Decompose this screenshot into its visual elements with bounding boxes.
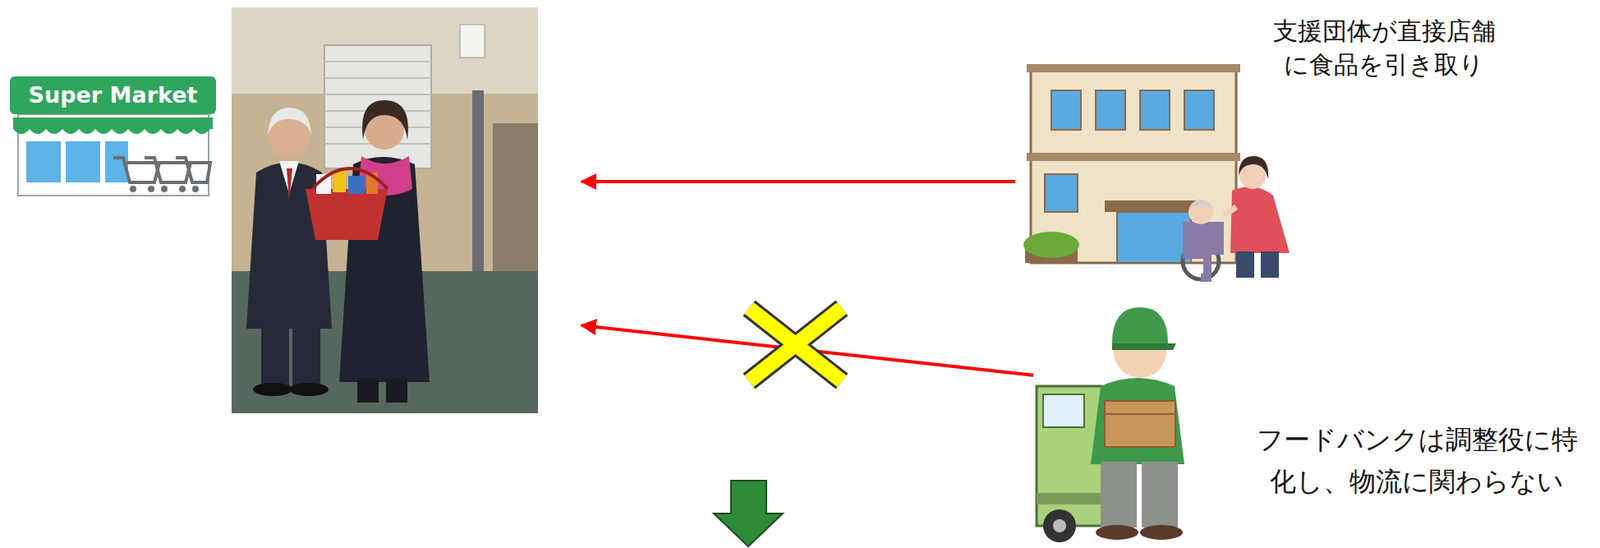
store-sign: Super Market — [9, 76, 217, 115]
note-text: フードバンクは調整役に特 化し、物流に関わらない — [1244, 418, 1590, 503]
note-text: 支援団体が直接店舗 に食品を引き取り — [1260, 14, 1508, 82]
photograph — [231, 7, 538, 414]
delivery-icon — [1036, 307, 1185, 543]
supermarket-icon — [9, 76, 217, 196]
red-arrow — [581, 179, 1016, 184]
down-arrow — [713, 480, 783, 547]
food-bank-node: フードバンクは調整役に特 化し、物流に関わらない — [1033, 302, 1593, 546]
store-node: Super Market — [6, 6, 582, 418]
cross-mark — [749, 308, 842, 382]
support-group-node: 支援団体が直接店舗 に食品を引き取り — [1015, 12, 1511, 284]
care-facility-icon — [1023, 64, 1290, 280]
